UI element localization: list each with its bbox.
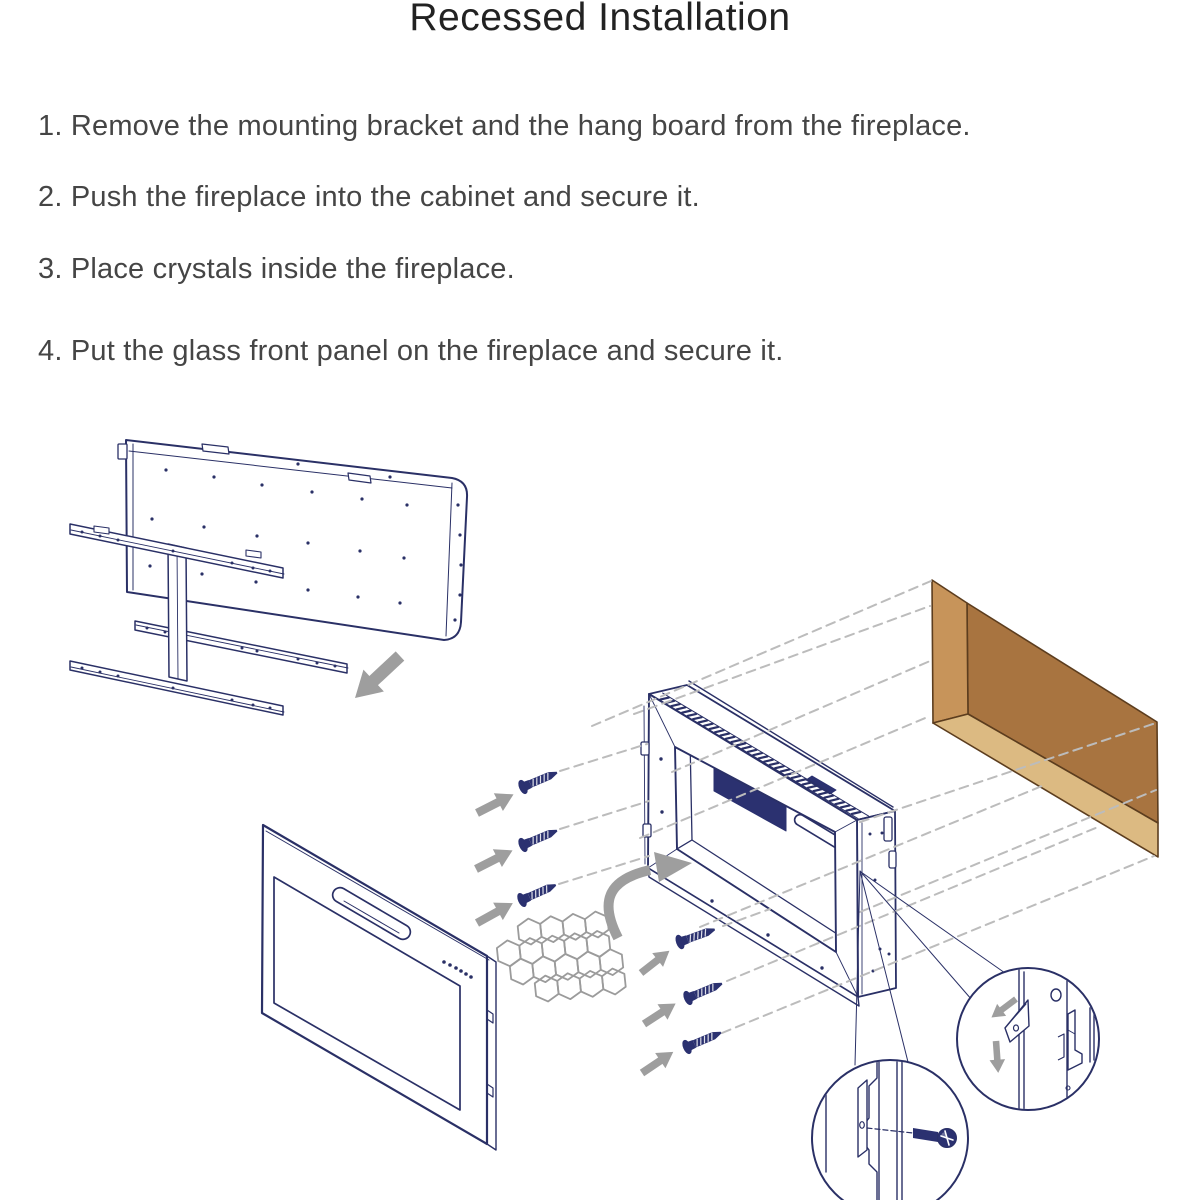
direction-arrows: [355, 651, 676, 1077]
screw: [518, 771, 558, 795]
instruction-step-3: 3. Place crystals inside the fireplace.: [38, 253, 515, 285]
hang-board: [117, 439, 469, 641]
mounting-bracket: [69, 523, 349, 716]
alignment-dashes: [558, 580, 1157, 1034]
instruction-step-4: 4. Put the glass front panel on the fire…: [38, 335, 784, 367]
fireplace-unit: [640, 680, 897, 1007]
screw: [518, 829, 558, 853]
instruction-step-1: 1. Remove the mounting bracket and the h…: [38, 110, 971, 142]
screw: [682, 1031, 722, 1055]
detail-circle-screw: [811, 1059, 969, 1200]
cabinet-recess: [931, 579, 1159, 858]
page-title: Recessed Installation: [409, 0, 791, 39]
screw: [675, 928, 716, 950]
curved-arrow: [603, 852, 692, 941]
crystals: [495, 910, 627, 1003]
detail-circle-clip: [956, 967, 1100, 1111]
screw: [683, 982, 723, 1006]
glass-front-panel: [260, 823, 497, 1151]
screw: [517, 884, 557, 908]
instruction-step-2: 2. Push the fireplace into the cabinet a…: [38, 181, 700, 213]
mounting-screws: [517, 771, 723, 1055]
callout-lines: [854, 870, 1006, 1066]
